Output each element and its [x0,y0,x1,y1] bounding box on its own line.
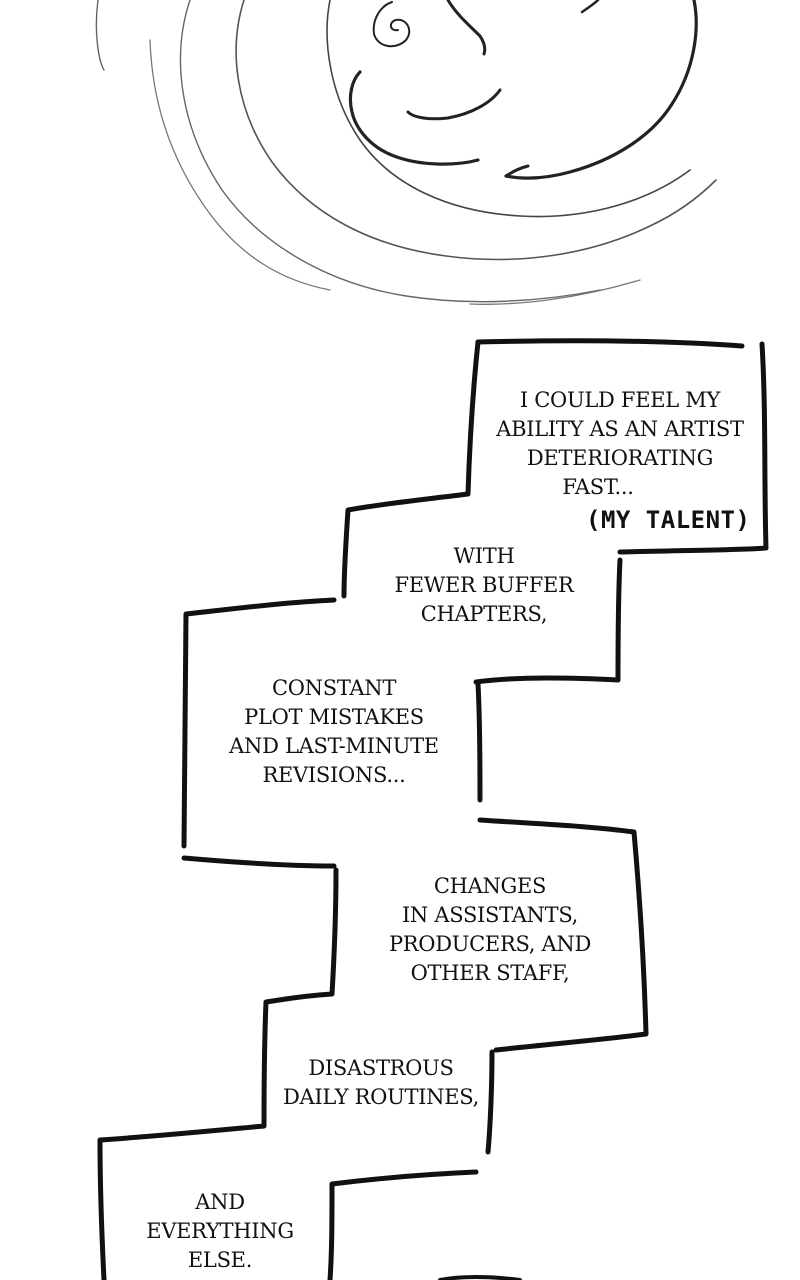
caption-line: CHAPTERS, [420,602,548,626]
caption-line: WITH [453,544,515,568]
caption-line: FEWER BUFFER [394,573,574,597]
caption-line: ABILITY AS AN ARTIST [496,417,744,441]
caption-line: CONSTANT [271,676,397,700]
caption-line: DISASTROUS [308,1056,454,1080]
swirl-inner-curve [446,0,487,56]
caption-line: ELSE. [187,1248,253,1272]
caption-line: DETERIORATING [526,446,714,470]
stair-left-edge [97,339,481,1280]
swirl-ring-6 [469,279,641,305]
swirl-ring-1 [326,0,691,218]
caption-talent-deteriorating: I COULD FEEL MY ABILITY AS AN ARTIST DET… [496,386,744,502]
swirl-tail [504,164,530,178]
caption-fewer-buffer-chapters: WITH FEWER BUFFER CHAPTERS, [384,542,584,629]
caption-line: FAST... [562,475,634,499]
swirl-ring-3 [179,0,601,303]
caption-line: AND [195,1190,245,1214]
caption-line: CHANGES [433,874,547,898]
caption-daily-routines: DISASTROUS DAILY ROUTINES, [278,1054,484,1112]
swirl-ring-2 [235,0,717,261]
caption-staff-changes: CHANGES IN ASSISTANTS, PRODUCERS, AND OT… [380,872,600,988]
caption-line: AND LAST-MINUTE [229,734,439,758]
swirl-sketch [95,0,717,305]
caption-line: I COULD FEEL MY [519,388,721,412]
swirl-mid [406,88,502,121]
caption-line: PRODUCERS, AND [388,932,592,956]
caption-line: OTHER STAFF, [410,961,570,985]
caption-line: EVERYTHING [146,1219,294,1243]
caption-everything-else: AND EVERYTHING ELSE. [138,1188,302,1275]
caption-line: DAILY ROUTINES, [283,1085,479,1109]
swirl-tick [580,0,600,14]
caption-line: REVISIONS... [262,763,406,787]
caption-line: IN ASSISTANTS, [401,903,579,927]
handwritten-note-my-talent: (MY TALENT) [586,506,751,534]
stair-bottom-hint [438,1275,522,1280]
staircase-outline [97,338,769,1280]
swirl-ring-5 [149,39,331,291]
stair-right-edge [327,338,769,1280]
caption-plot-mistakes: CONSTANT PLOT MISTAKES AND LAST-MINUTE R… [220,674,448,790]
swirl-small-loop [372,1,411,48]
swirl-ring-4 [95,0,105,71]
caption-line: PLOT MISTAKES [244,705,424,729]
swirl-hook [348,70,480,166]
swirl-outer [504,0,698,180]
